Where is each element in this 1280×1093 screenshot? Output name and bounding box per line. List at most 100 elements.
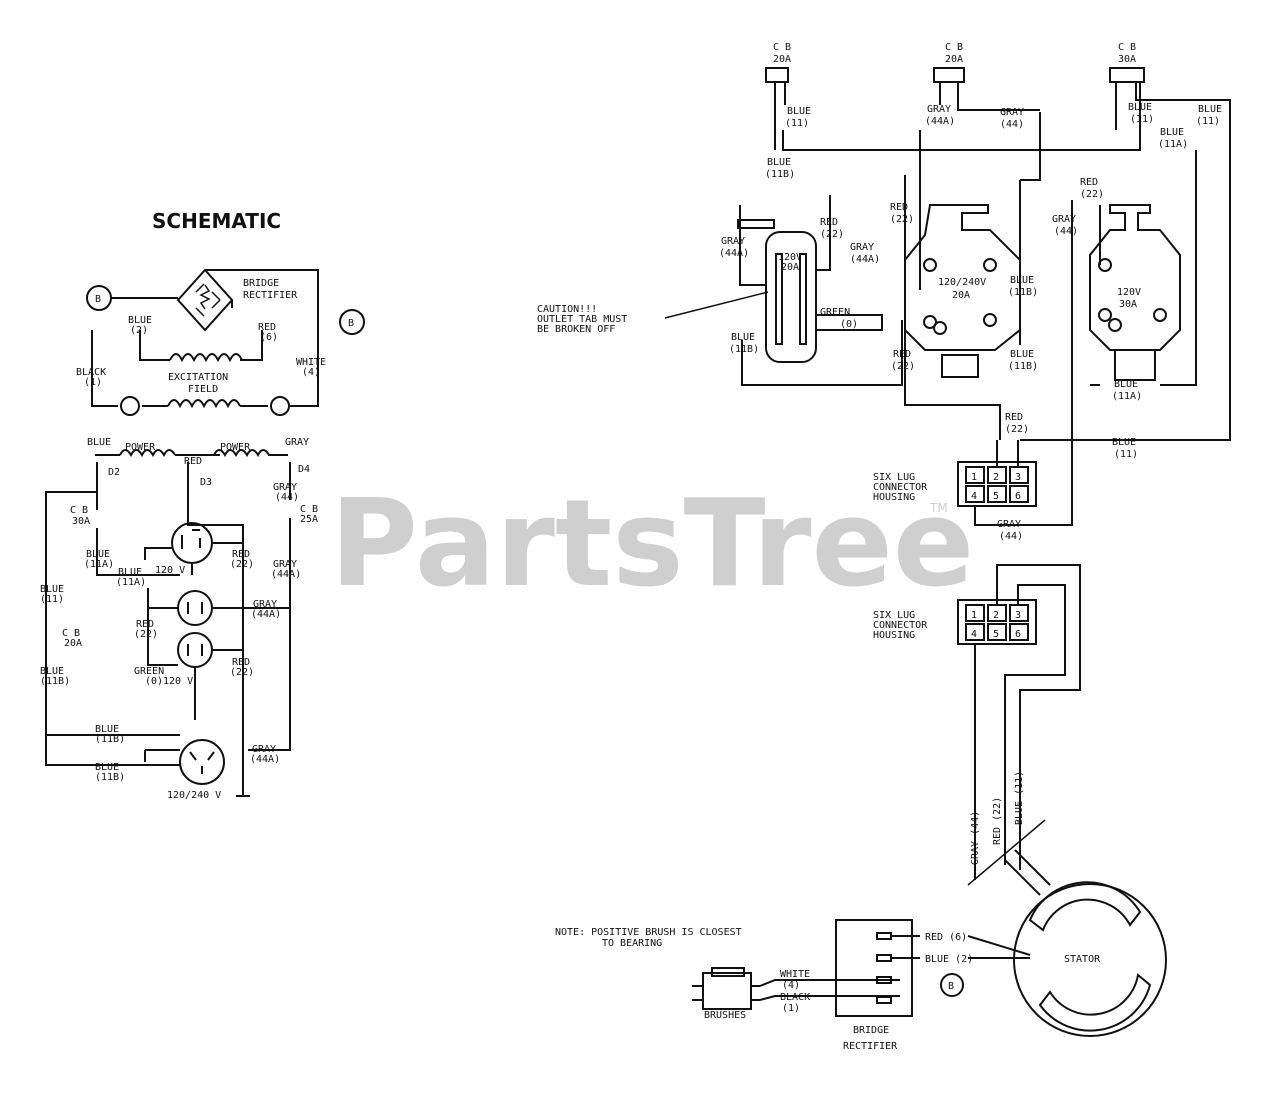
field-label: FIELD — [188, 384, 218, 395]
six-lug-label-1: SIX LUG — [873, 472, 915, 483]
wire-duplex — [147, 588, 290, 720]
w-red-22-num: (22) — [820, 229, 844, 240]
cb30-label: C B — [70, 505, 88, 516]
blue-11b-label-3: BLUE — [95, 762, 119, 773]
blue-11b-num-3: (11B) — [95, 772, 125, 783]
b-marker-wiring: B — [940, 973, 964, 997]
svg-text:4: 4 — [971, 629, 977, 640]
wire-brushes — [759, 979, 900, 1001]
w-gray-44-label-3: GRAY — [997, 519, 1021, 530]
br-label-1: BRIDGE — [853, 1025, 889, 1036]
red-6-num: (6) — [260, 332, 278, 343]
svg-text:C B: C B — [1118, 42, 1136, 53]
b-marker-left: B — [86, 285, 112, 311]
gray-44a-label-2: GRAY — [253, 599, 277, 610]
red-22-label: RED — [232, 549, 250, 560]
w-blue-11a-num-2: (11A) — [1112, 391, 1142, 402]
red-22-label-3: RED — [136, 619, 154, 630]
green-0-num: (0) — [145, 676, 163, 687]
brushes-label: BRUSHES — [704, 1010, 746, 1021]
wire-120-240v — [144, 749, 250, 797]
wire-cb-right — [1020, 82, 1231, 441]
w-gray-44-label: GRAY — [1000, 107, 1024, 118]
wire-bridge — [111, 269, 319, 360]
svg-text:30A: 30A — [1118, 54, 1136, 65]
wire-six-lug-upper — [974, 440, 1019, 526]
bridge-label-2: RECTIFIER — [243, 290, 298, 301]
blue-11b-num: (11B) — [40, 676, 70, 687]
blue-top-label: BLUE — [87, 437, 111, 448]
wire-coil-upper — [139, 330, 263, 361]
v120-240-label: 120/240 V — [167, 790, 221, 801]
gray-44a-num-2: (44A) — [251, 609, 281, 620]
wire-six-lug-lower — [974, 564, 1081, 880]
watermark-tm: TM — [929, 501, 948, 515]
gray-44-num: (44) — [275, 492, 299, 503]
caution-line-2: OUTLET TAB MUST — [537, 314, 627, 325]
wire-outlet-1 — [739, 195, 903, 386]
caution-line-3: BE BROKEN OFF — [537, 324, 615, 335]
white-4-label: WHITE — [296, 357, 326, 368]
svg-text:C B: C B — [945, 42, 963, 53]
w-blue-11-label-3: BLUE — [1198, 104, 1222, 115]
brush-left-icon — [120, 396, 140, 416]
blue-11b-label: BLUE — [40, 666, 64, 677]
gray-44a-num-3: (44A) — [250, 754, 280, 765]
wire-outlet-2 — [904, 175, 1021, 440]
duplex-outlet-icon — [177, 590, 213, 668]
w-blue-11-num: (11) — [785, 118, 809, 129]
br-red-6-label: RED (6) — [925, 932, 967, 943]
cb30-val: 30A — [72, 516, 90, 527]
blue-11-label: BLUE — [40, 584, 64, 595]
w-blue-11b-label-4: BLUE — [1010, 349, 1034, 360]
svg-text:4: 4 — [971, 491, 977, 502]
black-1-label: BLACK — [780, 992, 810, 1003]
lead-gray-44: GRAY (44) — [970, 811, 981, 865]
w-red-22-num-3: (22) — [891, 361, 915, 372]
w-gray-44-num: (44) — [1000, 119, 1024, 130]
outlet-1-rating-a: 20A — [781, 262, 799, 273]
w-red-22-num-2: (22) — [890, 214, 914, 225]
cb20-label: C B — [62, 628, 80, 639]
six-lug-label-5: CONNECTOR — [873, 620, 928, 631]
red-22-num-3: (22) — [134, 629, 158, 640]
bridge-rectifier-box — [835, 919, 913, 1017]
svg-text:2: 2 — [993, 610, 999, 621]
w-blue-11b-label-2: BLUE — [731, 332, 755, 343]
w-blue-11-label-4: BLUE — [1112, 437, 1136, 448]
six-lug-label-4: SIX LUG — [873, 610, 915, 621]
wire-cb-left — [774, 82, 1141, 151]
svg-text:B: B — [348, 318, 354, 329]
red-22-label-2: RED — [232, 657, 250, 668]
w-blue-11b-label-3: BLUE — [1010, 275, 1034, 286]
wire-coil-lower — [91, 330, 319, 407]
lead-blue-11: BLUE (11) — [1014, 771, 1025, 825]
w-blue-11-label: BLUE — [787, 106, 811, 117]
cb20-val: 20A — [64, 638, 82, 649]
bridge-label-1: BRIDGE — [243, 278, 279, 289]
w-red-22-label-4: RED — [1080, 177, 1098, 188]
cb25-label: C B — [300, 504, 318, 515]
blue-2-label: BLUE — [128, 315, 152, 326]
wire-outlet-3 — [1000, 150, 1197, 526]
excitation-label: EXCITATION — [168, 372, 228, 383]
blue-11a-label-2: BLUE — [118, 567, 142, 578]
watermark: PartsTree — [330, 475, 974, 614]
outlet-2-rating-v: 120/240V — [938, 277, 986, 288]
svg-text:3: 3 — [1015, 610, 1021, 621]
schematic-title: SCHEMATIC — [152, 209, 281, 233]
gray-top-label: GRAY — [285, 437, 309, 448]
note-line-2: TO BEARING — [602, 938, 662, 949]
w-green-0-num: (0) — [840, 319, 858, 330]
lead-break — [967, 819, 1046, 886]
w-blue-11b-num: (11B) — [765, 169, 795, 180]
b-marker-right: B — [339, 309, 365, 335]
w-blue-11a-label: BLUE — [1160, 127, 1184, 138]
w-gray-44a-label: GRAY — [927, 104, 951, 115]
w-gray-44a-label-3: GRAY — [850, 242, 874, 253]
lead-red-22: RED (22) — [992, 797, 1003, 845]
svg-text:6: 6 — [1015, 629, 1021, 640]
wire-120v — [144, 542, 243, 575]
svg-text:1: 1 — [971, 610, 977, 621]
